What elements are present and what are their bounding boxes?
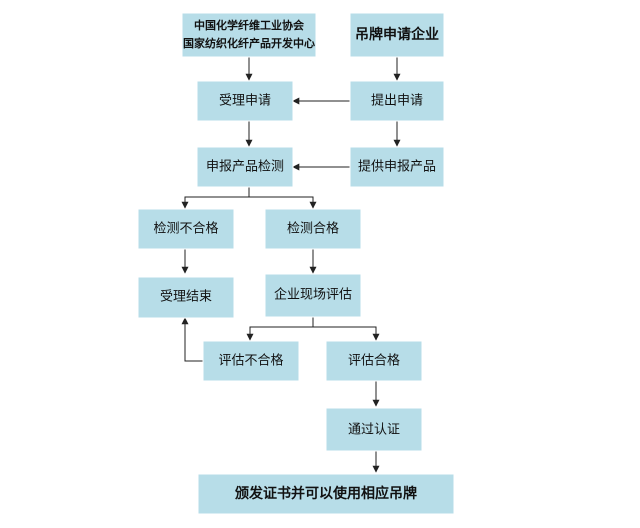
end-label: 受理结束	[160, 290, 212, 305]
node-test-fail: 检测不合格	[137, 208, 235, 250]
test-fail-label: 检测不合格	[153, 221, 218, 237]
node-provide: 提供申报产品	[349, 146, 445, 188]
edge-testing-split	[181, 187, 250, 209]
edge-onsite-split	[246, 317, 314, 341]
node-applicant: 吊牌申请企业	[349, 12, 445, 58]
submit-label: 提出申请	[371, 93, 423, 109]
node-testing: 申报产品检测	[196, 146, 294, 188]
node-onsite: 企业现场评估	[264, 273, 362, 318]
eval-pass-label: 评估合格	[348, 353, 400, 369]
edge-onsite-pass	[313, 326, 380, 341]
testing-label: 申报产品检测	[206, 160, 284, 175]
accept-label: 受理申请	[219, 94, 271, 109]
provide-label: 提供申报产品	[358, 159, 436, 175]
edge-evalfail-end	[181, 317, 203, 362]
node-eval-pass: 评估合格	[325, 340, 423, 382]
node-certified: 通过认证	[325, 407, 423, 452]
edge-testing-pass	[249, 196, 317, 209]
node-submit: 提出申请	[349, 80, 445, 122]
node-accept: 受理申请	[196, 80, 294, 122]
applicant-label: 吊牌申请企业	[355, 26, 439, 43]
eval-fail-label: 评估不合格	[218, 353, 283, 369]
node-end: 受理结束	[137, 276, 235, 319]
test-pass-label: 检测合格	[287, 221, 339, 237]
node-test-pass: 检测合格	[264, 208, 362, 250]
onsite-label: 企业现场评估	[274, 287, 352, 303]
certified-label: 通过认证	[348, 423, 400, 438]
edges	[181, 57, 401, 473]
node-association: 中国化学纤维工业协会 国家纺织化纤产品开发中心	[181, 12, 317, 58]
issue-label: 颁发证书并可以使用相应吊牌	[235, 485, 417, 502]
association-line2: 国家纺织化纤产品开发中心	[183, 36, 315, 50]
association-line1: 中国化学纤维工业协会	[194, 18, 305, 32]
node-eval-fail: 评估不合格	[202, 340, 300, 382]
node-issue: 颁发证书并可以使用相应吊牌	[197, 473, 455, 515]
